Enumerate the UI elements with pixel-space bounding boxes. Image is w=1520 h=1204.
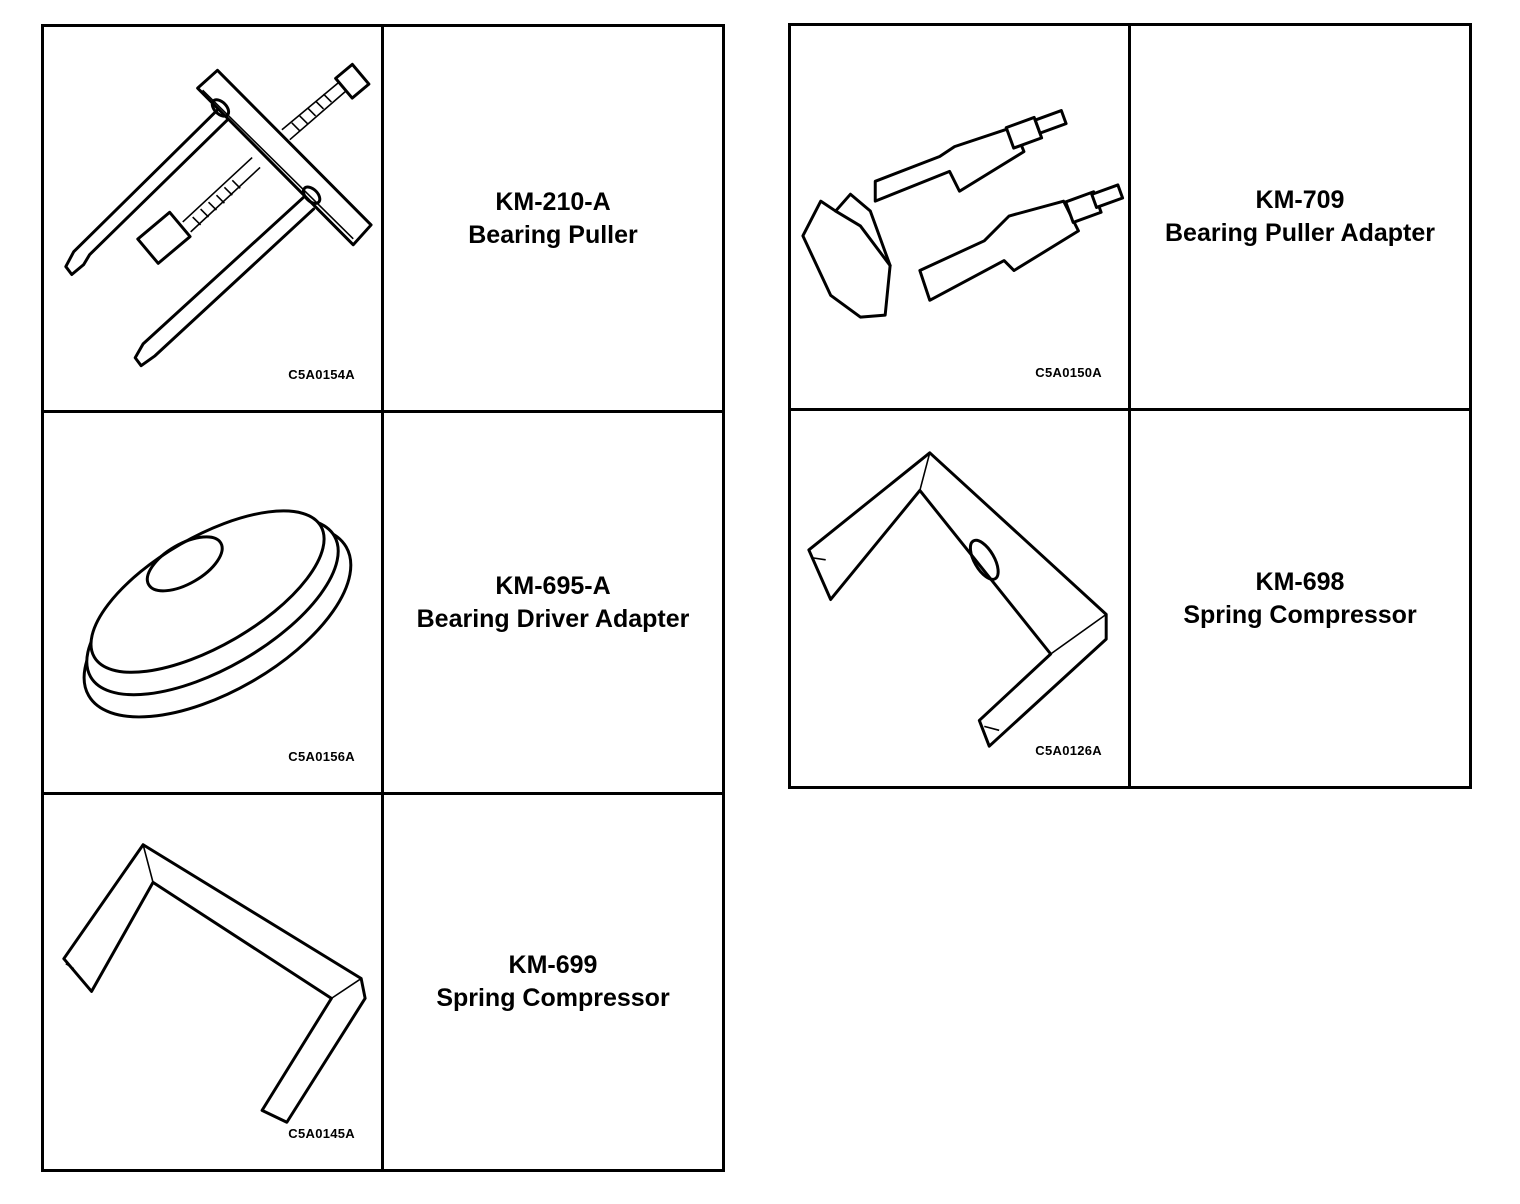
tool-table-left: C5A0154A KM-210-A Bearing Puller C5A0156… [41,24,725,1172]
tool-illustration-cell: C5A0154A [44,27,384,410]
tool-row: C5A0150A KM-709 Bearing Puller Adapter [791,26,1469,408]
part-number: KM-210-A [495,187,611,216]
figure-code: C5A0150A [1035,365,1102,380]
bearing-puller-icon [64,62,373,368]
tool-label: KM-699 Spring Compressor [384,795,722,1169]
tool-label: KM-695-A Bearing Driver Adapter [384,413,722,792]
figure-code: C5A0154A [288,367,355,382]
bearing-puller-adapter-icon [801,109,1125,319]
tool-label: KM-210-A Bearing Puller [384,27,722,410]
figure-code: C5A0145A [288,1126,355,1141]
part-number: KM-699 [508,951,598,979]
tool-name: Spring Compressor [436,984,670,1012]
bearing-driver-adapter-icon [82,509,353,719]
spring-compressor-icon [807,451,1108,748]
tool-label: KM-709 Bearing Puller Adapter [1131,26,1469,408]
tool-illustration-cell: C5A0156A [44,413,384,792]
tool-illustration-cell: C5A0145A [44,795,384,1169]
figure-code: C5A0156A [288,749,355,764]
tool-name: Bearing Driver Adapter [416,604,690,633]
tool-table-right: C5A0150A KM-709 Bearing Puller Adapter C… [788,23,1472,789]
tool-name: Spring Compressor [1183,600,1417,629]
part-number: KM-709 [1255,186,1345,214]
tool-row: C5A0145A KM-699 Spring Compressor [44,792,722,1169]
tool-illustration-cell: C5A0150A [791,26,1131,408]
part-number: KM-695-A [495,571,611,600]
part-number: KM-698 [1255,567,1345,596]
tool-row: C5A0154A KM-210-A Bearing Puller [44,27,722,410]
figure-code: C5A0126A [1035,743,1102,758]
spring-compressor-icon [62,843,367,1124]
tool-name: Bearing Puller Adapter [1165,219,1435,247]
tool-illustration-cell: C5A0126A [791,411,1131,786]
tool-label: KM-698 Spring Compressor [1131,411,1469,786]
tool-row: C5A0156A KM-695-A Bearing Driver Adapter [44,410,722,792]
tool-row: C5A0126A KM-698 Spring Compressor [791,408,1469,786]
tool-name: Bearing Puller [468,220,638,249]
